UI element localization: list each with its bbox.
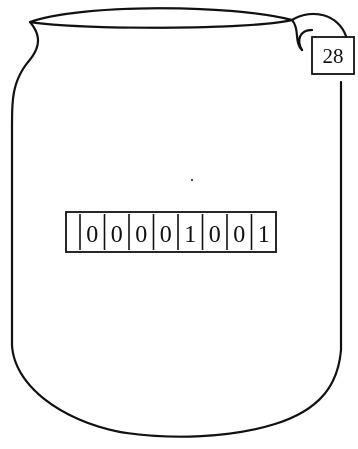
register-bit: 0	[233, 222, 245, 248]
register-bit: 0	[111, 222, 123, 248]
register-bit: 0	[160, 222, 172, 248]
jar-rim	[30, 8, 292, 28]
register-bit: 0	[86, 222, 98, 248]
register-bit: 1	[258, 222, 270, 248]
tag-label: 28	[312, 37, 354, 74]
tag-label-text: 28	[323, 44, 344, 68]
register-bit: 0	[135, 222, 147, 248]
register-bit: 0	[209, 222, 221, 248]
speck-dot	[191, 179, 193, 181]
register-bit: 1	[184, 222, 196, 248]
